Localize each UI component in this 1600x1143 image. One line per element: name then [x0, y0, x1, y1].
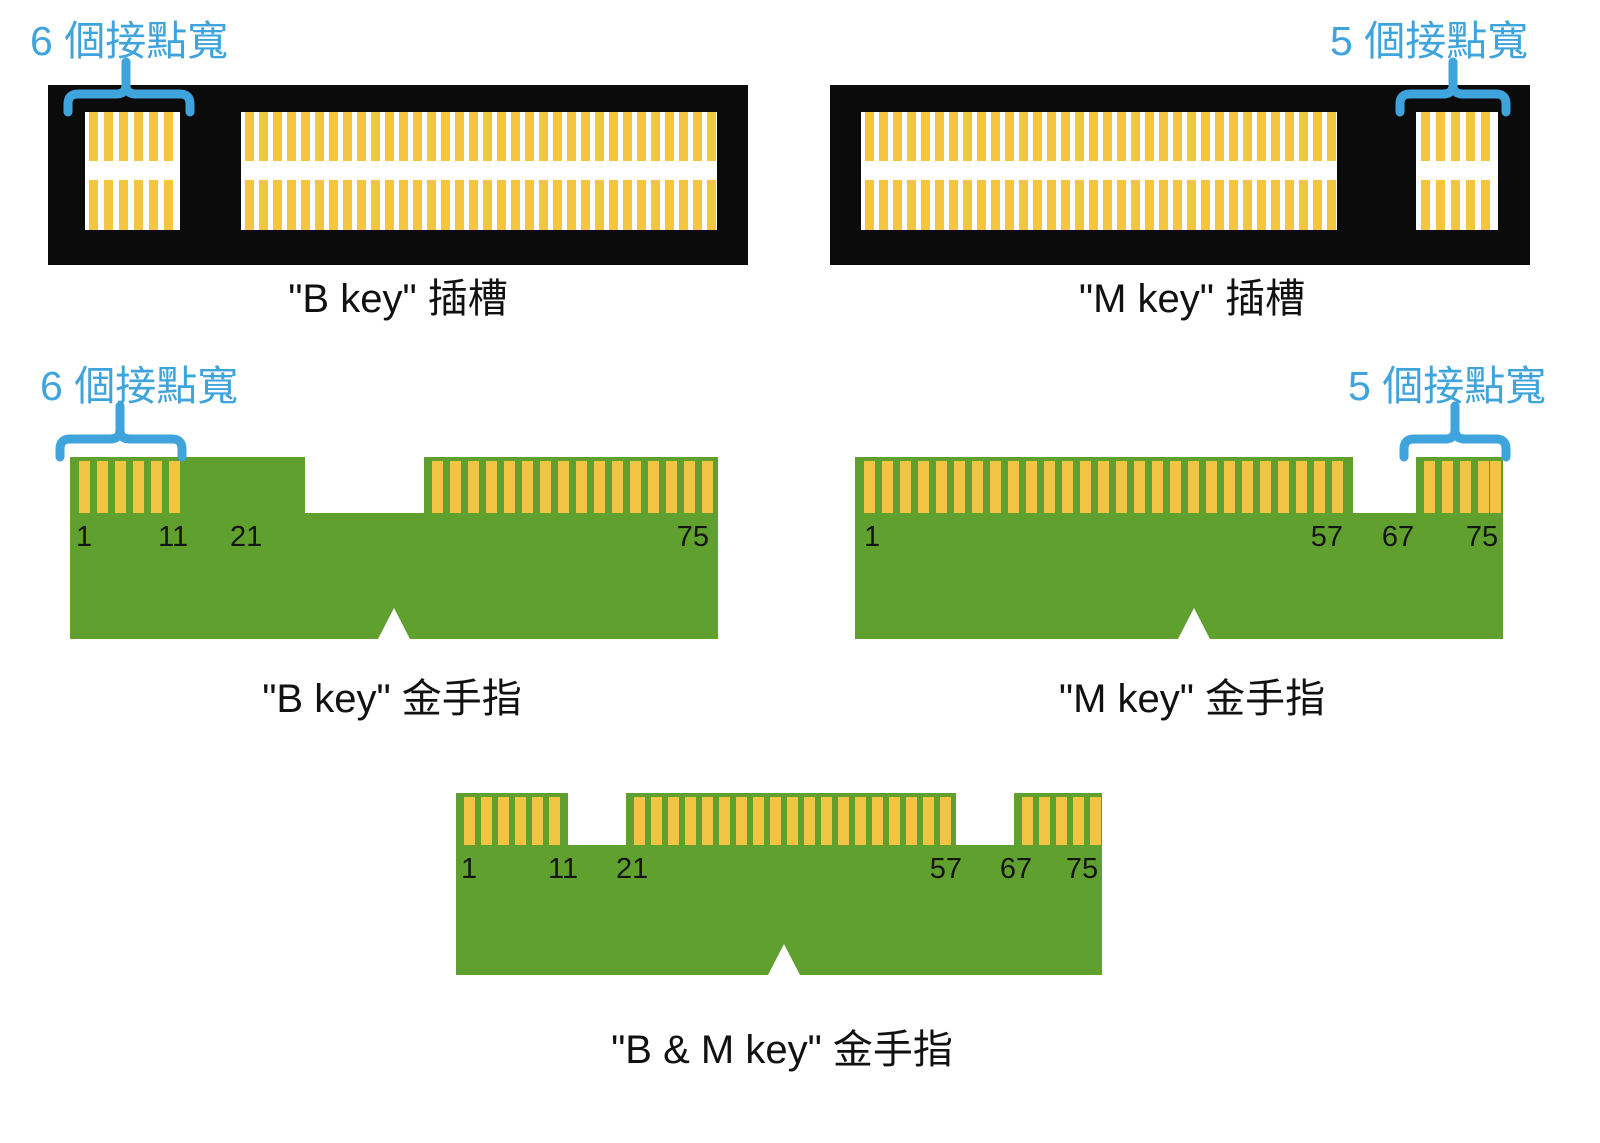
m-key-socket-right-upper-contacts	[1421, 112, 1490, 161]
b-socket-width-annotation: 6 個接點寬	[30, 18, 228, 64]
b-key-card-pcb	[70, 457, 718, 639]
b-key-socket-left-upper-contacts	[89, 112, 173, 161]
m-card-caption: "M key" 金手指	[1059, 677, 1325, 721]
b-key-card-group	[55, 401, 718, 639]
m-card-pin-label-67: 67	[1382, 521, 1414, 553]
bm-key-card-group	[456, 793, 1102, 975]
m-key-socket-right-lower-contacts	[1421, 180, 1490, 230]
b-key-card-main-contacts	[432, 461, 713, 513]
m-card-pin-label-75: 75	[1466, 521, 1498, 553]
m-card-pin-label-57: 57	[1311, 521, 1343, 553]
m-card-pin-label-1: 1	[864, 521, 880, 553]
bm-card-pin-label-75: 75	[1066, 853, 1098, 885]
m-key-socket-main-upper-contacts	[865, 112, 1336, 161]
b-key-socket-left-lower-contacts	[89, 180, 173, 230]
b-card-pin-label-75: 75	[677, 521, 709, 553]
b-card-pin-label-11: 11	[158, 521, 188, 553]
b-card-pin-label-1: 1	[76, 521, 92, 553]
bm-card-caption: "B & M key" 金手指	[611, 1028, 953, 1072]
m-key-card-main-contacts	[864, 461, 1343, 513]
m-key-socket-main-lower-contacts	[865, 180, 1336, 230]
m-key-card-right-contacts	[1424, 461, 1501, 513]
b-card-caption: "B key" 金手指	[262, 677, 522, 721]
b-card-width-annotation: 6 個接點寬	[40, 363, 238, 409]
b-card-pin-label-21: 21	[230, 521, 262, 553]
b-key-card-left-contacts	[79, 461, 180, 513]
bm-card-pin-label-67: 67	[1000, 853, 1032, 885]
bm-key-card-left-contacts	[464, 797, 560, 845]
m-key-card-group	[855, 401, 1511, 639]
m-socket-width-annotation: 5 個接點寬	[1330, 18, 1528, 64]
bm-card-pin-label-11: 11	[548, 853, 578, 885]
m-key-socket-group	[830, 57, 1530, 265]
b-key-socket-main-upper-contacts	[245, 112, 716, 161]
b-socket-caption: "B key" 插槽	[288, 277, 508, 321]
bm-key-card-right-contacts	[1022, 797, 1101, 845]
bm-card-pin-label-1: 1	[461, 853, 477, 885]
m-socket-caption: "M key" 插槽	[1079, 277, 1305, 321]
bm-card-pin-label-57: 57	[930, 853, 962, 885]
m-card-width-annotation: 5 個接點寬	[1348, 363, 1546, 409]
b-key-socket-group	[48, 57, 748, 265]
bm-key-card-main-contacts	[634, 797, 951, 845]
bm-card-pin-label-21: 21	[616, 853, 648, 885]
b-key-socket-main-lower-contacts	[245, 180, 716, 230]
